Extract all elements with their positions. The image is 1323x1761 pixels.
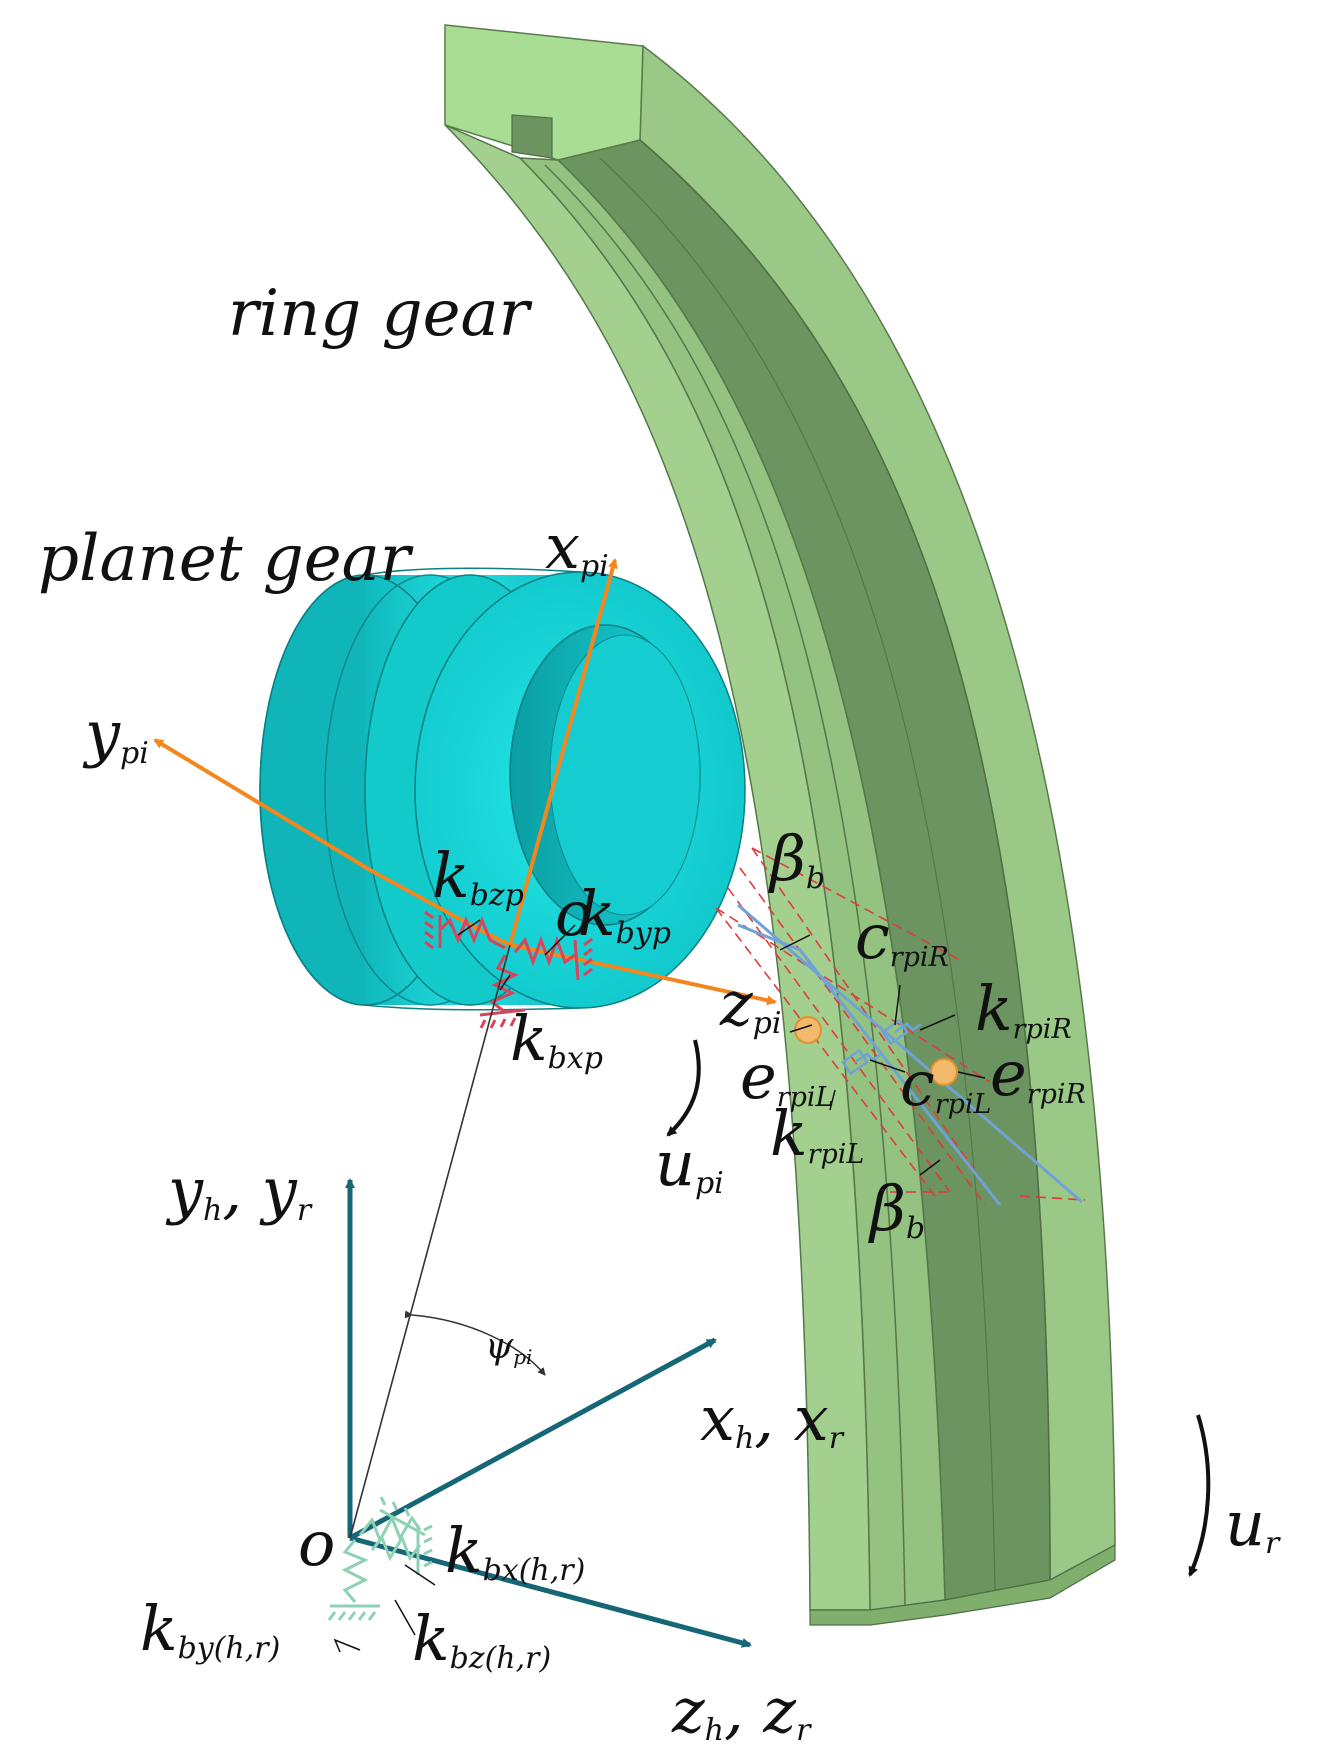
k-by-hr-label: kby(h,r) xyxy=(140,1592,280,1666)
e-rpiR-label: erpiR xyxy=(990,1037,1086,1110)
k-rpiR-label: krpiR xyxy=(975,972,1072,1045)
k-bzp-label: kbzp xyxy=(432,839,524,913)
z-pi-axis xyxy=(509,943,777,1006)
x-pi-label: xpi xyxy=(545,510,609,584)
psi-angle-arc xyxy=(404,1310,546,1376)
carrier-arm-line xyxy=(349,944,511,1539)
zh-zr-label: zh, zr xyxy=(671,1674,812,1748)
y-pi-label: ypi xyxy=(82,697,149,771)
mesh-nodes xyxy=(794,1016,958,1086)
u-pi-rotation-arrow xyxy=(666,1039,701,1137)
k-rpiL-label: krpiL xyxy=(770,1097,864,1170)
beta-b-top-label: βb xyxy=(768,822,825,896)
u-pi-label: upi xyxy=(655,1127,724,1201)
c-rpiR-label: crpiR xyxy=(855,900,949,973)
beta-b-bottom-label: βb xyxy=(868,1172,925,1246)
planet-bearing-springs xyxy=(424,910,593,1029)
planet-axes xyxy=(153,558,777,1006)
leader-lines xyxy=(333,919,986,1653)
k-bx-hr-label: kbx(h,r) xyxy=(445,1514,585,1588)
psi-pi-label: ψpi xyxy=(485,1326,532,1369)
yh-yr-label: yh, yr xyxy=(165,1154,313,1228)
e-rpiL-label: erpiL xyxy=(740,1040,833,1113)
u-r-rotation-arrow xyxy=(1188,1414,1211,1577)
planet-origin-label: o xyxy=(555,877,592,950)
k-bxp-label: kbxp xyxy=(510,1002,603,1076)
x-h-axis xyxy=(348,1337,717,1541)
k-byp-label: kbyp xyxy=(578,877,671,951)
carrier-bearing-springs xyxy=(327,1496,433,1621)
k-bz-hr-label: kbz(h,r) xyxy=(412,1602,551,1676)
z-pi-label: zpi xyxy=(719,967,781,1041)
c-rpiL-label: crpiL xyxy=(900,1047,992,1120)
planet-gear-title: planet gear xyxy=(38,522,414,596)
carrier-origin-label: o xyxy=(298,1507,335,1580)
u-r-label: ur xyxy=(1225,1487,1281,1561)
mesh-spring-damper-symbols xyxy=(841,1018,922,1076)
planet-gear-body xyxy=(259,567,746,1011)
y-pi-axis xyxy=(153,738,511,947)
mesh-contact-lines xyxy=(715,847,1086,1206)
x-pi-axis xyxy=(508,558,618,946)
ring-gear-body xyxy=(444,24,1116,1626)
ring-gear-title: ring gear xyxy=(228,277,533,351)
xh-xr-label: xh, xr xyxy=(700,1382,845,1456)
